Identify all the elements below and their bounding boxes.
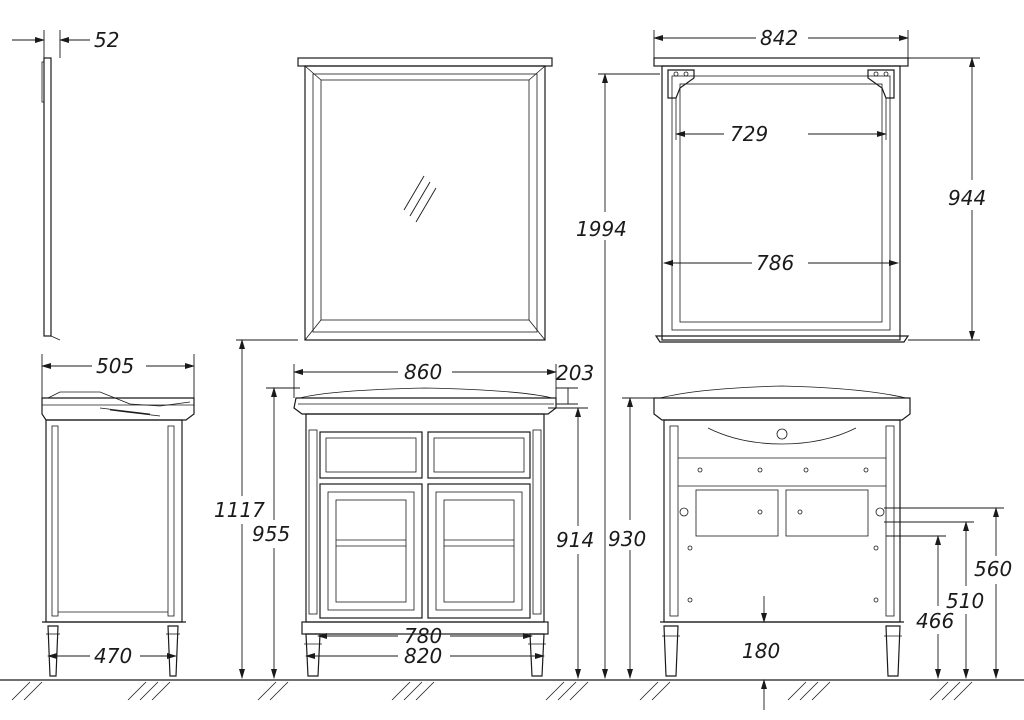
ground-line (0, 679, 1024, 701)
dim-label-505: 505 (96, 354, 134, 378)
side-view: 52 505 (12, 28, 195, 677)
dimension-52: 52 (12, 28, 119, 58)
dim-label-729: 729 (730, 122, 768, 146)
dim-label-914: 914 (556, 528, 594, 552)
dimension-1994: 1994 (576, 73, 660, 679)
dimension-930: 930 (608, 397, 654, 679)
dimension-955: 955 (252, 387, 300, 679)
dimension-842: 842 (653, 26, 909, 58)
dimension-786: 786 (663, 251, 899, 275)
dimension-180: 180 (742, 596, 780, 710)
dimension-729: 729 (675, 98, 887, 146)
dimension-944: 944 (908, 57, 986, 341)
dim-label-930: 930 (608, 527, 646, 551)
dimension-780: 780 (317, 624, 533, 648)
vanity-front (293, 387, 557, 677)
mirror-back (653, 57, 910, 343)
dim-label-560: 560 (974, 557, 1012, 581)
vanity-rear (653, 385, 911, 677)
dim-label-466: 466 (916, 609, 954, 633)
dimension-510: 510 (884, 521, 984, 679)
dim-label-203: 203 (556, 361, 594, 385)
dimension-470: 470 (47, 644, 177, 668)
dimension-505: 505 (41, 354, 195, 398)
dim-label-944: 944 (948, 186, 986, 210)
dim-label-52: 52 (94, 28, 119, 52)
hanging-bracket-left (667, 69, 695, 99)
dim-label-180: 180 (742, 639, 780, 663)
dim-label-1994: 1994 (576, 217, 627, 241)
dimension-203: 203 (556, 361, 594, 405)
dim-label-470: 470 (94, 644, 132, 668)
dim-label-780: 780 (404, 624, 442, 648)
dim-label-786: 786 (756, 251, 794, 275)
mirror-front (297, 57, 553, 341)
dimension-1117: 1117 (214, 339, 298, 679)
dimension-914: 914 (548, 407, 594, 679)
dim-label-955: 955 (252, 522, 290, 546)
dim-label-842: 842 (760, 26, 798, 50)
dimension-860: 860 (293, 360, 557, 398)
dimension-466: 466 (886, 535, 954, 679)
dim-label-820: 820 (404, 644, 442, 668)
mirror-side-profile (41, 57, 61, 341)
dim-label-860: 860 (404, 360, 442, 384)
dim-label-510: 510 (946, 589, 984, 613)
dimension-560: 560 (884, 507, 1012, 679)
dimension-820: 820 (305, 644, 545, 668)
sink-side-profile (41, 391, 195, 677)
glass-reflection-mark (403, 175, 437, 223)
dim-label-1117: 1117 (214, 498, 265, 522)
